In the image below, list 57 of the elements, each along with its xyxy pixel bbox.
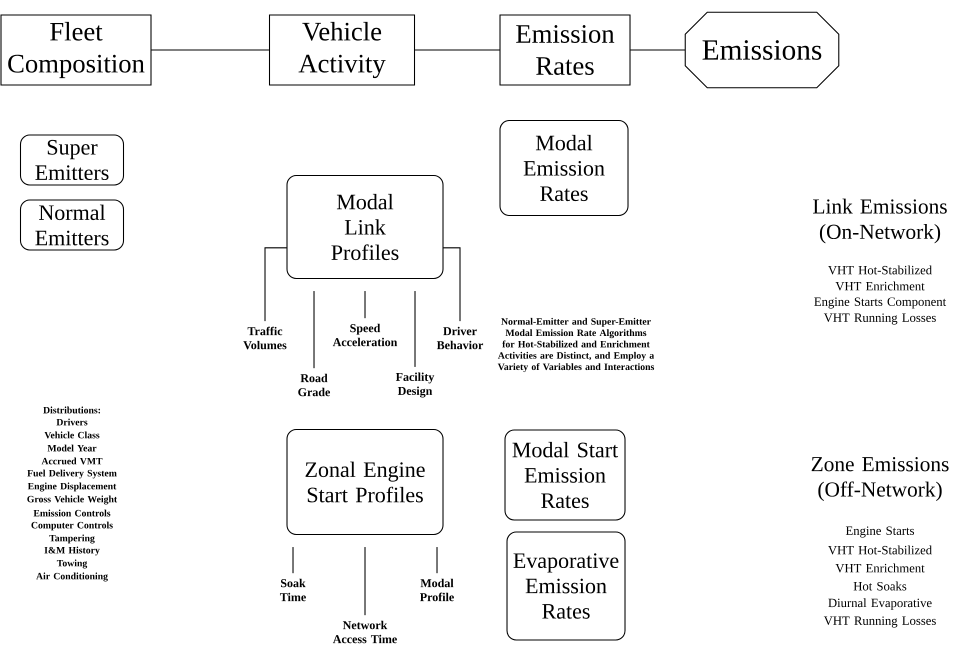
factor-text: Facility Design — [396, 372, 434, 398]
list-item: VHT Running Losses — [824, 616, 936, 628]
list-item: I&M History — [44, 546, 100, 556]
list-item: Gross Vehicle Weight — [27, 496, 118, 504]
list-item: Accrued VMT — [42, 458, 102, 464]
rounded-box: Evaporative Emission Rates — [506, 531, 626, 641]
connector-line — [436, 547, 438, 574]
list-item: Fuel Delivery System — [27, 470, 117, 478]
connector-line — [152, 49, 269, 51]
connector-line — [264, 247, 286, 322]
process-box: Fleet Composition — [0, 14, 152, 86]
list-item: VHT Hot-Stabilized — [828, 546, 932, 554]
list-item: Diurnal Evaporative — [828, 598, 932, 610]
list-item: Vehicle Class — [44, 432, 100, 438]
list-item: VHT Running Losses — [824, 313, 936, 325]
list-item: VHT Hot-Stabilized — [828, 266, 932, 274]
process-box: Vehicle Activity — [268, 14, 416, 86]
factor-text: Traffic Volumes — [243, 326, 286, 350]
connector-line — [364, 547, 366, 616]
list-item: Engine Starts Component — [814, 297, 946, 309]
list-item: Distributions: — [43, 406, 100, 414]
octagon: Emissions — [684, 12, 840, 88]
factor-text: Network Access Time — [332, 620, 397, 644]
list-item: Engine Displacement — [28, 482, 116, 492]
list-item: Air Conditioning — [36, 572, 108, 582]
connector-line — [313, 291, 315, 368]
connector-line — [630, 49, 686, 51]
process-box: Emission Rates — [499, 14, 631, 86]
factor-text: Modal Profile — [420, 578, 454, 602]
list-item: Hot Soaks — [854, 582, 906, 590]
connector-line — [292, 547, 294, 574]
connector-line — [415, 49, 500, 51]
list-item: Emission Controls — [34, 510, 110, 516]
list-item: Towing — [56, 560, 88, 568]
note-text: Normal-Emitter and Super-Emitter Modal Emission Rate Algorithms for Hot-Stabilized and Enrichment Activities are Distinct, and Employ a Variety of Variables and Interactions — [498, 318, 654, 372]
connector-line — [444, 247, 461, 322]
rounded-box: Normal Emitters — [20, 199, 124, 251]
section-heading: Link Emissions (On-Network) — [813, 198, 947, 244]
factor-text: Road Grade — [298, 374, 330, 396]
section-heading: Zone Emissions (Off-Network) — [812, 457, 949, 501]
list-item: Drivers — [56, 418, 88, 426]
factor-text: Driver Behavior — [436, 326, 484, 350]
rounded-box: Modal Link Profiles — [286, 174, 444, 280]
rounded-box: Zonal Engine Start Profiles — [286, 428, 444, 536]
list-item: Engine Starts — [846, 526, 914, 538]
factor-text: Speed Acceleration — [332, 324, 398, 346]
rounded-box: Super Emitters — [20, 134, 124, 186]
factor-text: Soak Time — [280, 578, 306, 602]
list-item: Tampering — [49, 534, 95, 544]
rounded-box: Modal Start Emission Rates — [504, 429, 626, 521]
list-item: VHT Enrichment — [835, 282, 925, 290]
rounded-box: Modal Emission Rates — [499, 120, 629, 216]
connector-line — [364, 291, 366, 318]
list-item: Model Year — [48, 444, 96, 452]
list-item: VHT Enrichment — [835, 564, 925, 572]
list-item: Computer Controls — [31, 522, 113, 530]
connector-line — [414, 291, 416, 367]
